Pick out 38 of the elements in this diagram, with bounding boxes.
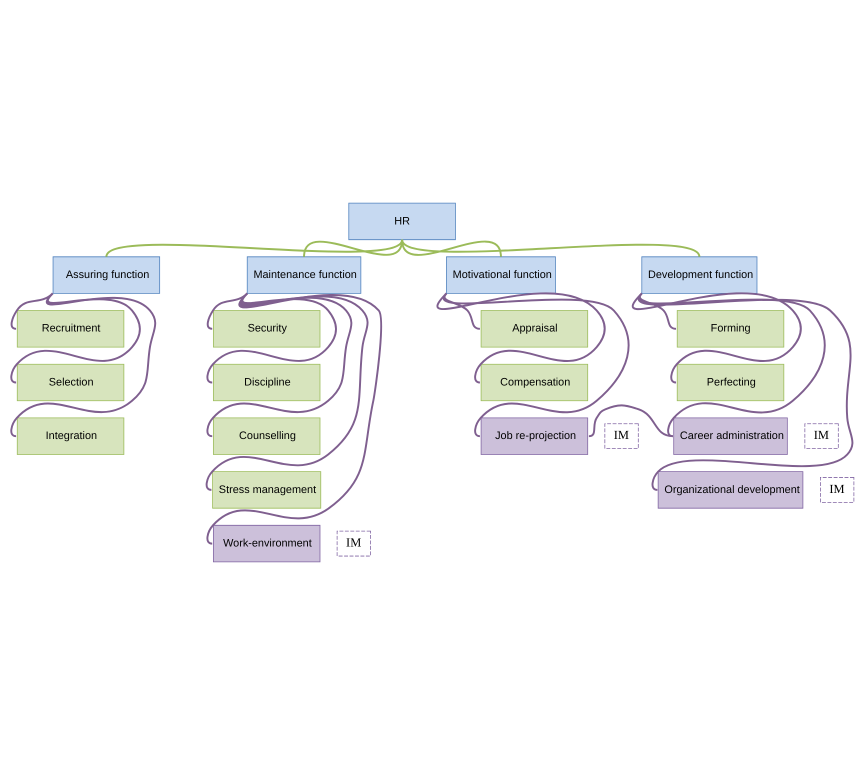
node-box: IM (336, 530, 371, 556)
node-box: Organizational development (658, 471, 804, 509)
connector (588, 404, 674, 438)
node-box: HR (348, 202, 456, 240)
node-box: Stress management (212, 471, 322, 509)
connector (10, 292, 141, 384)
node-box: IM (804, 423, 839, 450)
node-box: Career administration (673, 418, 788, 455)
node-box: Job re-projection (480, 418, 588, 455)
node-box: Counselling (212, 418, 320, 455)
connector (303, 239, 404, 258)
connector (444, 292, 480, 330)
connector (401, 239, 502, 258)
node-box: Discipline (212, 364, 320, 402)
connector (444, 292, 630, 438)
node-box: Forming (676, 310, 784, 348)
node-box: Motivational function (446, 256, 556, 294)
connector (206, 292, 337, 384)
node-box: Assuring function (52, 256, 160, 294)
node-box: Compensation (480, 364, 588, 402)
connector (206, 292, 368, 491)
node-box: Integration (16, 418, 124, 455)
node-box: Work-environment (212, 524, 320, 562)
node-box: Recruitment (16, 310, 124, 348)
node-box: IM (604, 423, 639, 450)
node-box: Perfecting (676, 364, 784, 402)
connector (437, 292, 606, 384)
node-box: Maintenance function (246, 256, 362, 294)
connector (632, 292, 802, 384)
connector (401, 239, 700, 258)
node-box: Selection (16, 364, 124, 402)
node-box: IM (820, 477, 854, 503)
node-box: Security (212, 310, 320, 348)
connector (106, 239, 403, 258)
node-box: Appraisal (480, 310, 588, 348)
connector (10, 292, 156, 438)
node-box: Development function (641, 256, 758, 294)
connector (206, 292, 352, 438)
